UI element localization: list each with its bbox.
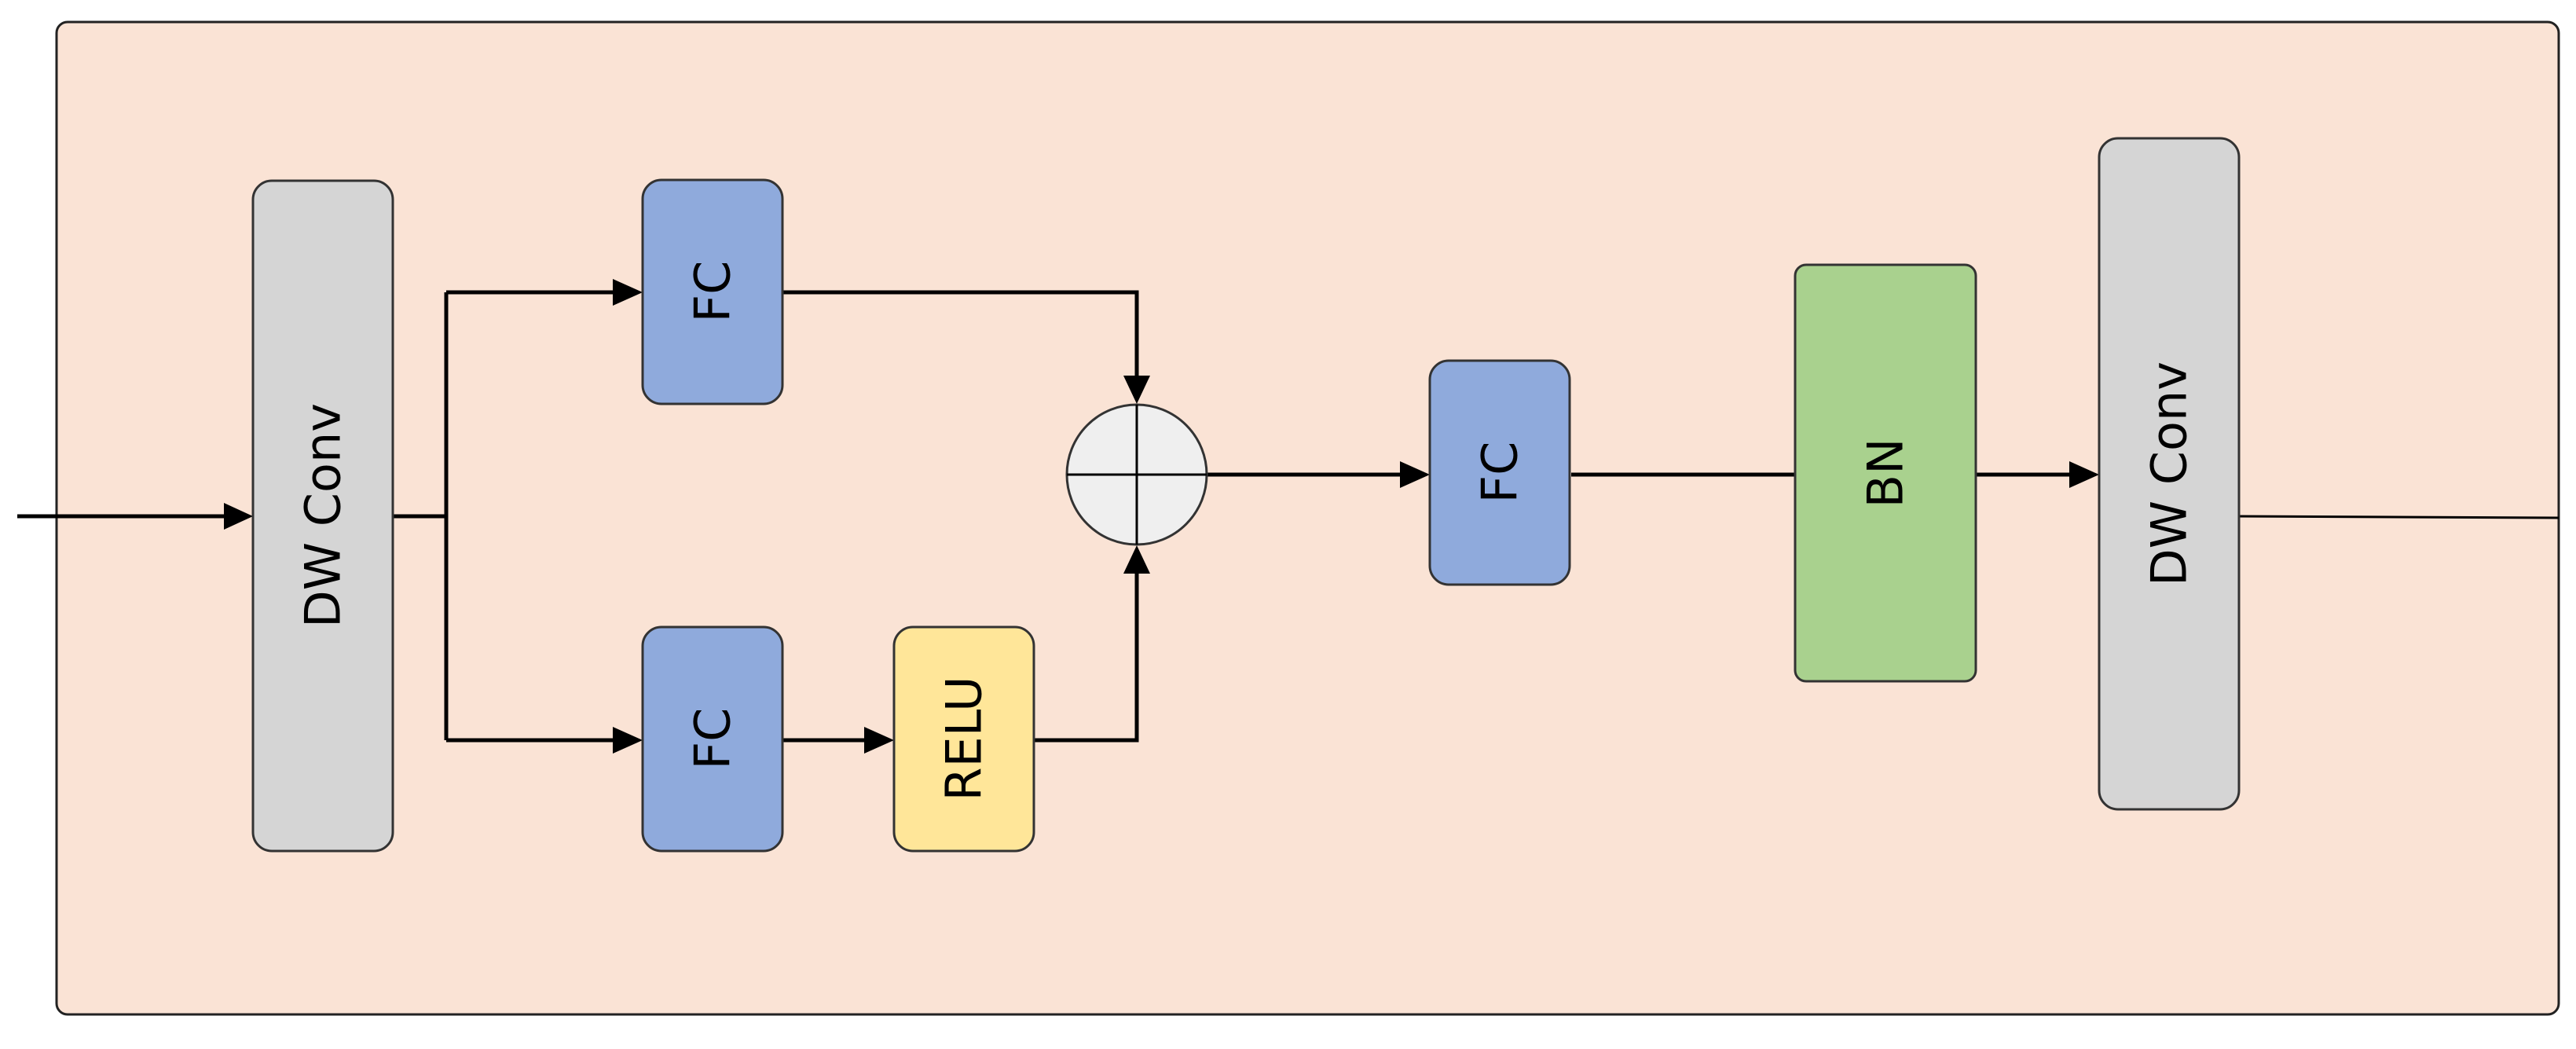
fc-bottom-label: FC [684,708,742,770]
input-arrowhead [224,503,253,530]
fc-top-label: FC [684,261,742,323]
relu-to-sum-arrowhead [1123,545,1150,574]
fc-bottom-to-relu-arrowhead [864,727,894,754]
bn-block: BN [1794,263,1977,683]
fc-block-mid: FC [1428,359,1571,586]
relu-label: RELU [936,676,993,801]
dw-conv-1-label: DW Conv [295,403,352,628]
bn-label: BN [1857,438,1915,508]
bn-to-dwconv2-arrowhead [2069,461,2099,488]
to-fc-top-arrowhead [613,279,643,306]
dw-conv-block-2: DW Conv [2098,137,2241,811]
dw-conv-2-label: DW Conv [2141,361,2198,586]
sum-to-fc-mid-arrowhead [1400,461,1430,488]
relu-to-sum-line [1034,563,1139,743]
sum-node [1065,403,1208,546]
to-fc-bottom-arrowhead [613,727,643,754]
output-line [2237,515,2560,519]
fc-top-to-sum-arrowhead [1123,376,1150,404]
fc-top-to-sum-line [782,290,1139,387]
fc-block-bottom: FC [641,625,784,853]
dw-conv-block-1: DW Conv [251,179,394,853]
fc-mid-label: FC [1471,442,1529,504]
relu-block: RELU [892,625,1035,853]
fc-block-top: FC [641,178,784,405]
